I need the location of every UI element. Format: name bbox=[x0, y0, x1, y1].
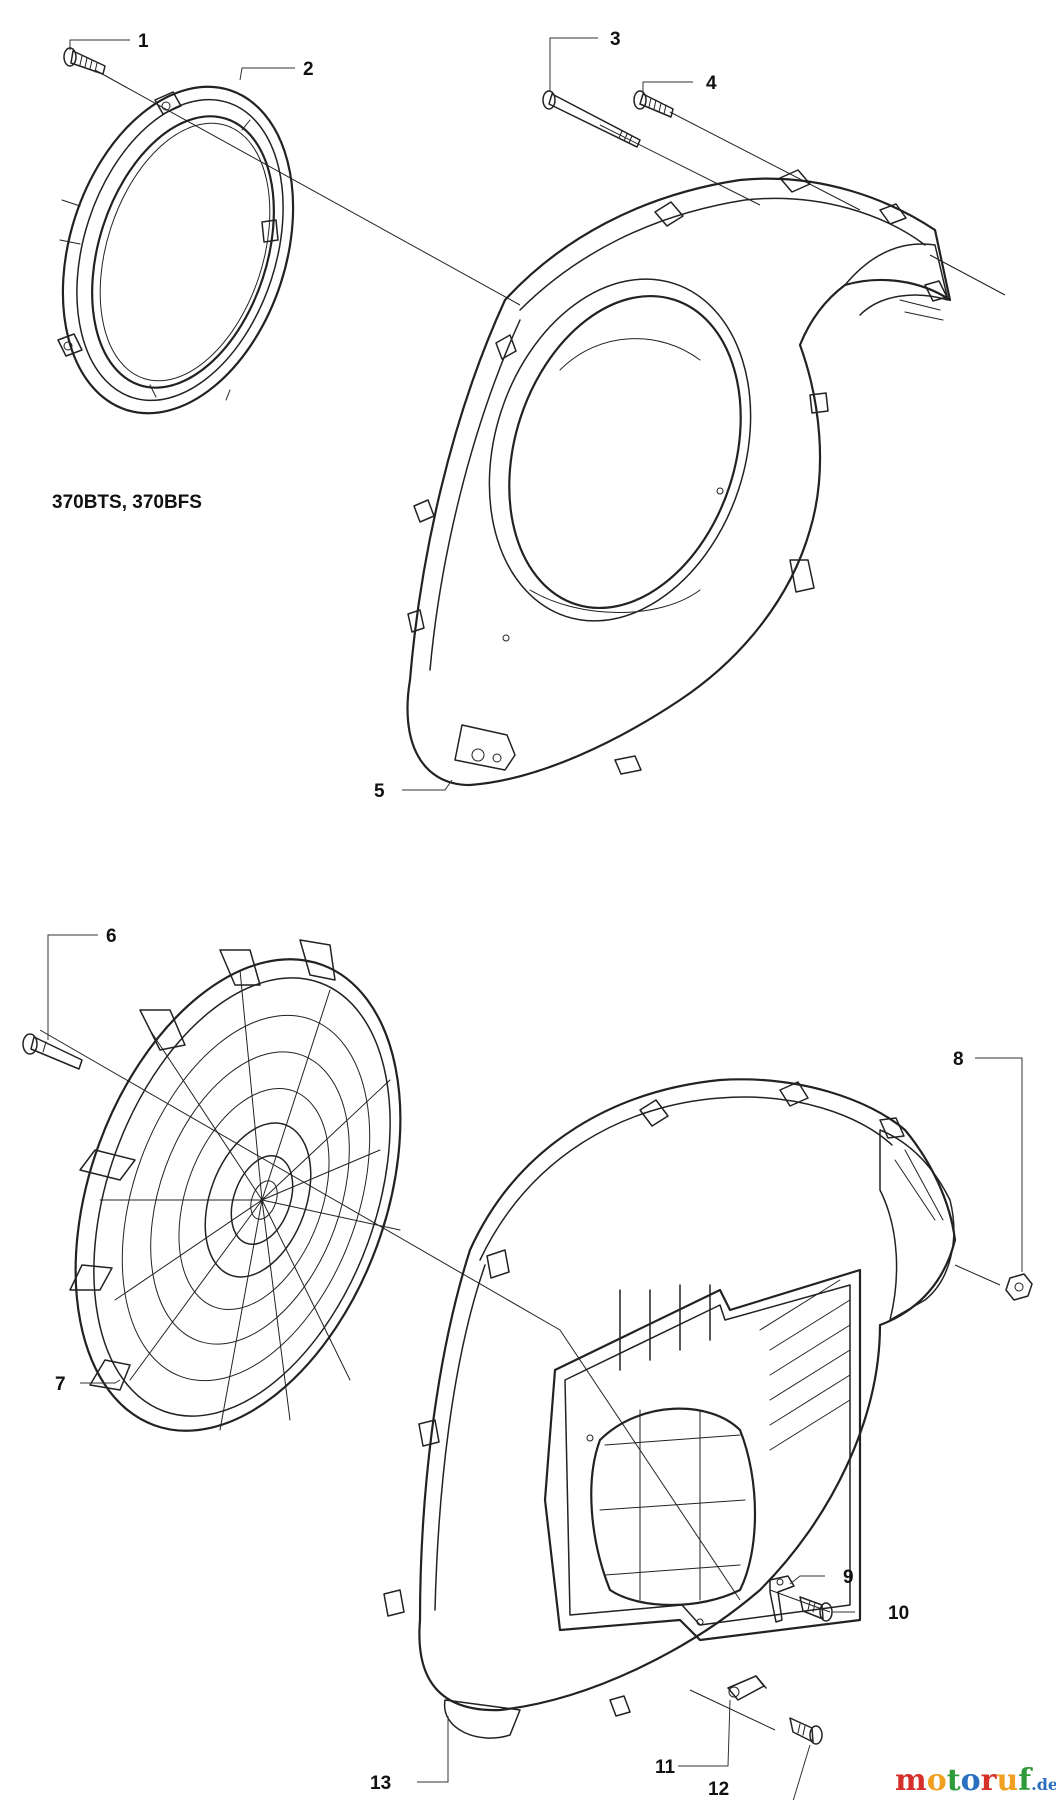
model-label: 370BTS, 370BFS bbox=[52, 492, 202, 513]
intake-ring-part-2 bbox=[57, 85, 295, 415]
callout-8: 8 bbox=[953, 1049, 964, 1070]
watermark-letter: f bbox=[1018, 1763, 1033, 1798]
watermark-letter: t bbox=[947, 1763, 961, 1798]
screw-part-1 bbox=[63, 47, 106, 75]
screw-part-6 bbox=[22, 1033, 83, 1070]
callout-6: 6 bbox=[106, 926, 117, 947]
nut-part-8 bbox=[1005, 1273, 1033, 1301]
fan-housing-cover-part-5 bbox=[406, 169, 952, 787]
assembly-axis-top-screw3 bbox=[599, 124, 761, 206]
watermark-letter: u bbox=[996, 1763, 1018, 1798]
assembly-axis-bottom-nut bbox=[954, 1264, 1001, 1286]
watermark-logo: motoruf.de bbox=[895, 1763, 1056, 1798]
callout-11: 11 bbox=[655, 1757, 676, 1778]
assembly-axis-bottom-screw12 bbox=[689, 1689, 776, 1731]
callout-4: 4 bbox=[706, 73, 717, 94]
watermark-letter: o bbox=[961, 1763, 981, 1798]
watermark-letter: m bbox=[895, 1763, 927, 1798]
watermark-letter: o bbox=[927, 1763, 947, 1798]
callout-7: 7 bbox=[55, 1374, 66, 1395]
assembly-axis-top bbox=[94, 69, 521, 306]
callout-12: 12 bbox=[708, 1779, 729, 1800]
long-bolt-part-3 bbox=[542, 90, 641, 148]
screw-part-10 bbox=[799, 1596, 833, 1622]
watermark-letter: r bbox=[981, 1763, 998, 1798]
fan-impeller-part-7 bbox=[69, 939, 402, 1432]
assembly-axis-bottom-inner bbox=[559, 1329, 741, 1601]
callout-13: 13 bbox=[370, 1773, 391, 1794]
callout-9: 9 bbox=[843, 1567, 854, 1588]
callout-3: 3 bbox=[610, 29, 621, 50]
assembly-axis-top-screw4 bbox=[669, 111, 861, 211]
screw-part-12 bbox=[789, 1717, 823, 1745]
watermark-brand: motoruf.de bbox=[895, 1763, 1056, 1798]
callout-10: 10 bbox=[888, 1603, 909, 1624]
blower-housing-part-13 bbox=[383, 1078, 957, 1739]
callout-leaders bbox=[47, 37, 1023, 1800]
callout-2: 2 bbox=[303, 59, 314, 80]
callout-1: 1 bbox=[138, 31, 149, 52]
clip-part-9 bbox=[769, 1575, 795, 1623]
clip-part-11 bbox=[727, 1675, 767, 1701]
callout-5: 5 bbox=[374, 781, 385, 802]
screw-part-4 bbox=[633, 90, 674, 118]
assembly-axis-bottom bbox=[39, 1029, 561, 1331]
